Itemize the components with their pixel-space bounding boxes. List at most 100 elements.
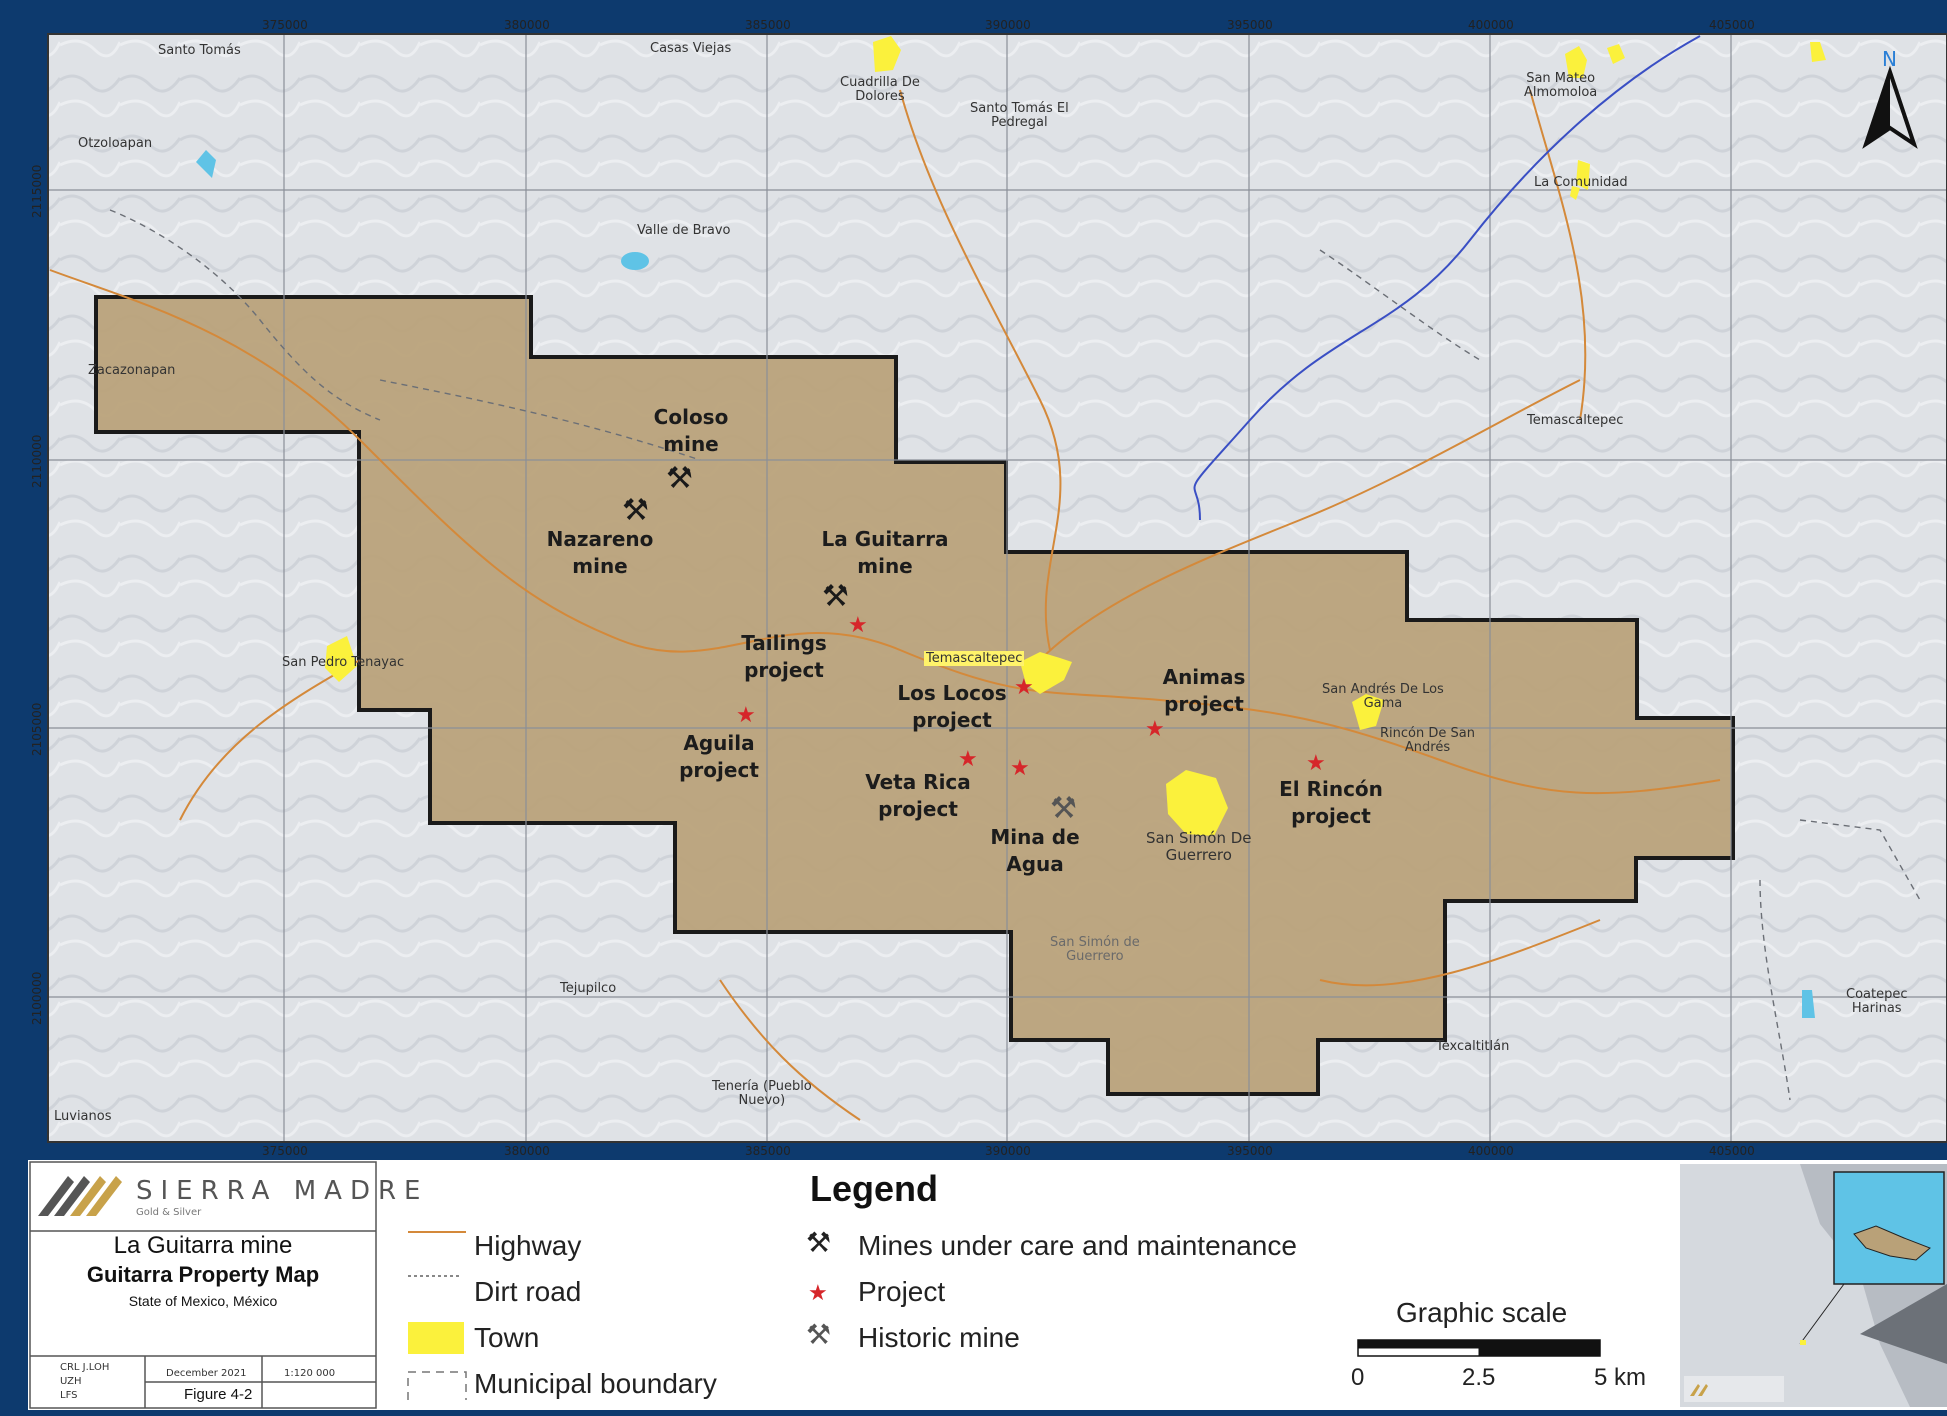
label-aguila-project[interactable]: Aguila project — [679, 731, 759, 782]
x-tick: 405000 — [1709, 1144, 1755, 1158]
label-tailings-project[interactable]: Tailings project — [741, 631, 827, 682]
highways — [49, 89, 1721, 1121]
svg-text:N: N — [1882, 48, 1897, 71]
scale-label-5: 5 km — [1594, 1364, 1647, 1391]
legend-historic-icon: ⚒ — [806, 1319, 832, 1350]
x-tick: 395000 — [1227, 1144, 1273, 1158]
checked-by: UZH — [60, 1376, 82, 1387]
x-tick: 390000 — [985, 18, 1031, 32]
company-name: SIERRA MADRE — [136, 1176, 429, 1206]
map-title: La Guitarra mine — [113, 1232, 293, 1259]
municipal-boundaries — [109, 209, 1921, 1101]
place-zacazonapan: Zacazonapan — [88, 363, 176, 378]
legend-historic: Historic mine — [858, 1322, 1020, 1353]
north-arrow-icon: N — [1862, 48, 1918, 149]
tailings-project-star[interactable]: ★ — [848, 613, 868, 638]
date: December 2021 — [166, 1368, 247, 1379]
mina-agua-historic-icon[interactable]: ⚒ — [1050, 791, 1077, 826]
mina-agua-project-star[interactable]: ★ — [1010, 756, 1030, 781]
legend-municipal: Municipal boundary — [474, 1368, 717, 1399]
label-nazareno-mine[interactable]: Nazareno mine — [546, 527, 654, 578]
map-state: State of Mexico, México — [128, 1293, 278, 1309]
place-luvianos: Luvianos — [54, 1109, 112, 1124]
veta-rica-project-star[interactable]: ★ — [958, 747, 978, 772]
place-san-andres: San Andrés De Los Gama — [1322, 682, 1444, 711]
river — [1193, 35, 1701, 521]
place-tejupilco: Tejupilco — [560, 981, 617, 996]
inset-locator-map[interactable] — [1680, 1164, 1947, 1407]
legend-dirt-road: Dirt road — [474, 1276, 582, 1307]
lake-otzoloapan — [196, 150, 216, 178]
animas-project-star[interactable]: ★ — [1145, 717, 1165, 742]
place-texcaltitlan: Texcaltitlán — [1436, 1039, 1510, 1054]
legend-title: Legend — [810, 1168, 939, 1209]
x-tick: 390000 — [985, 1144, 1031, 1158]
place-temascaltepec-north: Temascaltepec — [1527, 413, 1624, 428]
place-san-pedro: San Pedro Tenayac — [282, 655, 405, 670]
place-cuadrilla: Cuadrilla De Dolores — [840, 75, 920, 104]
legend-town: Town — [474, 1322, 540, 1353]
place-santo-tomas-pedregal: Santo Tomás El Pedregal — [970, 101, 1069, 130]
x-tick: 405000 — [1709, 18, 1755, 32]
place-casas-viejas: Casas Viejas — [650, 41, 732, 56]
x-tick: 385000 — [745, 18, 791, 32]
scale-bar-black — [1358, 1340, 1600, 1348]
place-valle-bravo: Valle de Bravo — [637, 223, 731, 238]
nazareno-mine-icon[interactable]: ⚒ — [622, 493, 649, 528]
place-la-comunidad: La Comunidad — [1534, 175, 1628, 190]
place-otzoloapan: Otzoloapan — [78, 136, 153, 151]
place-rincon-san-andres: Rincón De San Andrés — [1380, 726, 1475, 755]
map-subtitle: Guitarra Property Map — [86, 1262, 320, 1287]
place-san-simon-municipality: San Simón de Guerrero — [1050, 935, 1140, 964]
x-tick: 380000 — [504, 18, 550, 32]
towns — [325, 36, 1826, 836]
place-temascaltepec: Temascaltepec — [924, 651, 1025, 666]
label-guitarra-mine[interactable]: La Guitarra mine — [821, 527, 949, 578]
scale-label-0: 0 — [1351, 1364, 1365, 1391]
property-area[interactable] — [94, 295, 1735, 1096]
los-locos-project-star[interactable]: ★ — [1014, 675, 1034, 700]
place-san-mateo: San Mateo Almomoloa — [1524, 71, 1598, 100]
coloso-mine-icon[interactable]: ⚒ — [666, 461, 693, 496]
map-border — [47, 33, 1947, 1143]
el-rincon-project-star[interactable]: ★ — [1306, 751, 1326, 776]
legend-highway: Highway — [474, 1230, 582, 1261]
lake-coatepec — [1802, 990, 1815, 1018]
legend-panel — [28, 1160, 1947, 1410]
x-tick: 375000 — [262, 18, 308, 32]
drawn-by: CRL J.LOH — [60, 1362, 110, 1373]
guitarra-mine-icon[interactable]: ⚒ — [822, 579, 849, 614]
x-tick: 375000 — [262, 1144, 308, 1158]
label-veta-rica-project[interactable]: Veta Rica project — [865, 770, 971, 821]
place-santo-tomas: Santo Tomás — [158, 43, 241, 58]
figure-number: Figure 4-2 — [184, 1386, 253, 1403]
x-tick: 385000 — [745, 1144, 791, 1158]
sierra-madre-logo — [38, 1176, 122, 1216]
aguila-project-star[interactable]: ★ — [736, 703, 756, 728]
legend-project-star: ★ — [808, 1280, 828, 1305]
scale-title: Graphic scale — [1396, 1297, 1568, 1328]
label-animas-project[interactable]: Animas project — [1162, 665, 1246, 716]
x-tick: 395000 — [1227, 18, 1273, 32]
legend-care-mine-icon: ⚒ — [806, 1227, 832, 1258]
legend-care-mine: Mines under care and maintenance — [858, 1230, 1297, 1261]
approved-by: LFS — [60, 1390, 78, 1401]
place-san-simon-town: San Simón De Guerrero — [1146, 829, 1252, 864]
x-tick: 400000 — [1468, 18, 1514, 32]
place-teneria: Tenería (Pueblo Nuevo) — [712, 1079, 812, 1108]
label-mina-agua[interactable]: Mina de Agua — [990, 825, 1080, 876]
x-tick: 380000 — [504, 1144, 550, 1158]
label-coloso-mine[interactable]: Coloso mine — [653, 405, 729, 456]
x-tick: 400000 — [1468, 1144, 1514, 1158]
scale: 1:120 000 — [284, 1368, 336, 1379]
scale-label-2-5: 2.5 — [1462, 1364, 1496, 1391]
company-sub: Gold & Silver — [136, 1207, 202, 1218]
grid-lines — [48, 34, 1947, 1142]
label-el-rincon-project[interactable]: El Rincón project — [1279, 777, 1383, 828]
label-los-locos-project[interactable]: Los Locos project — [897, 681, 1007, 732]
legend-town-symbol — [408, 1322, 464, 1354]
place-coatepec: Coatepec Harinas — [1846, 987, 1908, 1016]
